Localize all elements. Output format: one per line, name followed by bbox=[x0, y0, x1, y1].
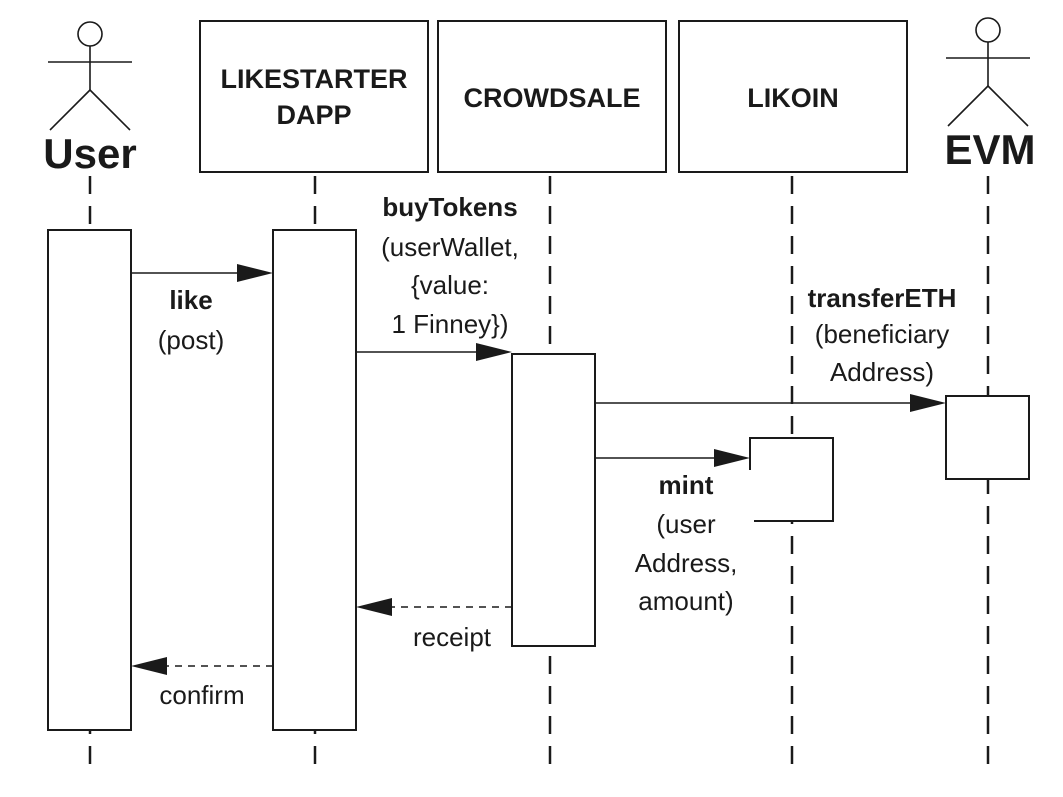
transfer-eth-arrowhead-icon bbox=[910, 394, 946, 412]
confirm-arrowhead-icon bbox=[131, 657, 167, 675]
mint-message-arg-1: (user bbox=[656, 509, 716, 539]
like-message-arg-1: (post) bbox=[158, 325, 224, 355]
dapp-participant: LIKESTARTER DAPP bbox=[199, 20, 429, 173]
like-arrowhead-icon bbox=[237, 264, 273, 282]
dapp-activation-bar bbox=[272, 229, 357, 731]
evm-actor-label: EVM bbox=[944, 126, 1035, 173]
crowdsale-activation-bar bbox=[511, 353, 596, 647]
evm-actor: EVM bbox=[940, 17, 1040, 173]
likoin-participant: LIKOIN bbox=[678, 20, 908, 173]
buy-tokens-arrowhead-icon bbox=[476, 343, 512, 361]
mint-arrowhead-icon bbox=[714, 449, 750, 467]
mint-message-arg-3: amount) bbox=[638, 586, 733, 616]
confirm-return-label: confirm bbox=[159, 680, 244, 710]
buy-tokens-message-arg-1: (userWallet, bbox=[381, 232, 519, 262]
transfer-eth-message-arg-1: (beneficiary bbox=[815, 319, 949, 349]
user-actor: User bbox=[38, 21, 142, 177]
mint-message-name: mint bbox=[659, 470, 714, 500]
evm-stick-figure-icon bbox=[946, 17, 1030, 127]
receipt-arrowhead-icon bbox=[356, 598, 392, 616]
buy-tokens-message-arg-2: {value: bbox=[411, 270, 489, 300]
likoin-participant-label: LIKOIN bbox=[747, 83, 839, 113]
mint-message-arg-2: Address, bbox=[635, 548, 738, 578]
buy-tokens-message-arg-3: 1 Finney}) bbox=[391, 309, 508, 339]
crowdsale-participant-label: CROWDSALE bbox=[464, 83, 641, 113]
dapp-participant-label-line1: LIKESTARTER bbox=[221, 64, 408, 94]
evm-activation-bar bbox=[945, 395, 1030, 480]
buy-tokens-message: buyTokens (userWallet, {value: 1 Finney}… bbox=[356, 188, 544, 361]
confirm-return-message: confirm bbox=[131, 657, 273, 710]
mint-message: mint (user Address, amount) bbox=[595, 449, 754, 618]
dapp-participant-label-line2: DAPP bbox=[276, 100, 351, 130]
user-activation-bar bbox=[47, 229, 132, 731]
like-message-name: like bbox=[169, 285, 212, 315]
transfer-eth-message-arg-2: Address) bbox=[830, 357, 934, 387]
receipt-return-message: receipt bbox=[356, 598, 512, 654]
transfer-eth-message-name: transferETH bbox=[808, 283, 957, 313]
transfer-eth-message: transferETH (beneficiary Address) bbox=[595, 283, 968, 412]
buy-tokens-message-name: buyTokens bbox=[382, 192, 517, 222]
like-message: like (post) bbox=[131, 264, 273, 355]
receipt-return-label: receipt bbox=[413, 622, 492, 652]
crowdsale-participant: CROWDSALE bbox=[437, 20, 667, 173]
likoin-activation-bar bbox=[749, 437, 834, 522]
user-actor-label: User bbox=[43, 130, 136, 177]
user-stick-figure-icon bbox=[48, 21, 132, 131]
